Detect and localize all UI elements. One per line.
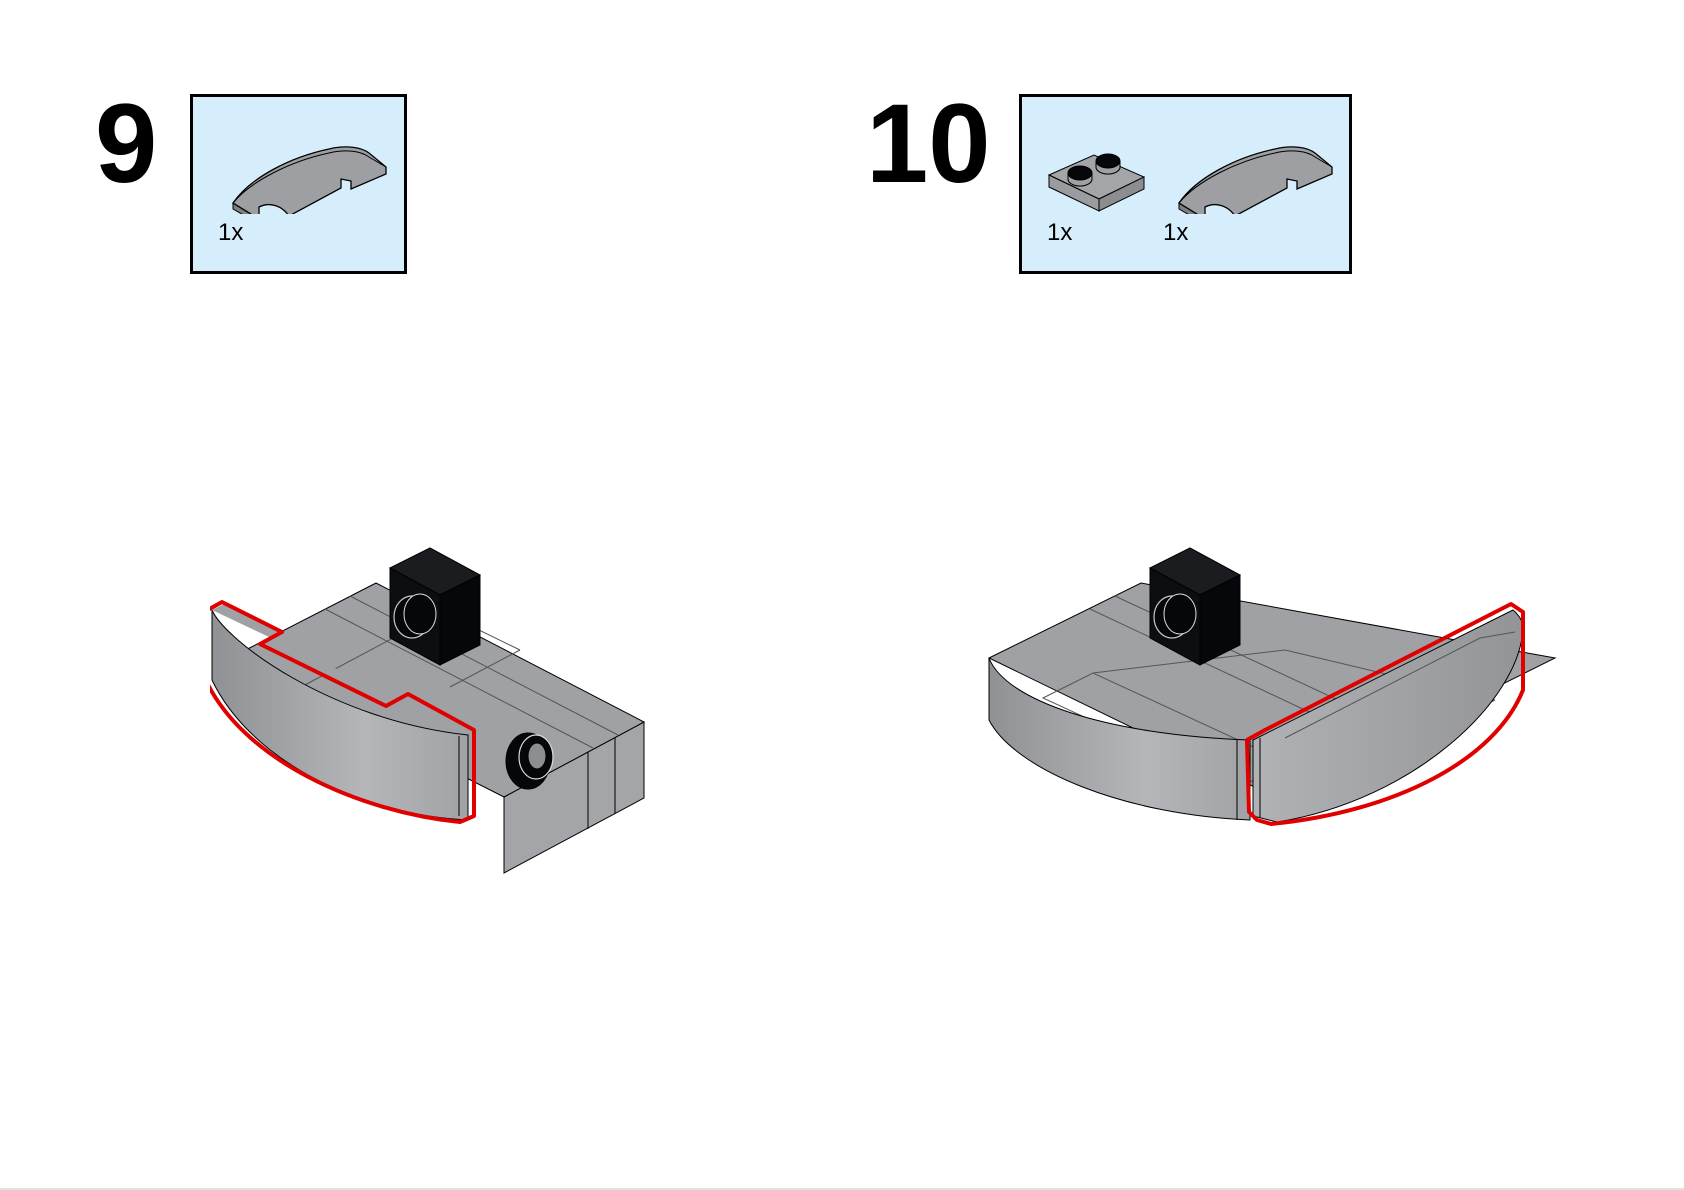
- assembly-step-9-icon: [210, 547, 646, 874]
- part-quantity: 1x: [1047, 219, 1073, 246]
- parts-list-step-9: 1x: [190, 94, 407, 274]
- curved-slope-1x4-icon: [1178, 146, 1333, 214]
- curved-slope-1x4-icon: [232, 146, 387, 214]
- plate-1x2-icon: [1047, 153, 1146, 212]
- part-quantity: 1x: [1163, 219, 1189, 246]
- step-number-10: 10: [866, 81, 991, 206]
- page-bottom-rule: [0, 1188, 1684, 1190]
- part-quantity: 1x: [218, 219, 244, 246]
- assembly-step-10-icon: [987, 547, 1557, 826]
- parts-list-step-10: 1x 1x: [1019, 94, 1352, 274]
- step-number-9: 9: [95, 81, 158, 206]
